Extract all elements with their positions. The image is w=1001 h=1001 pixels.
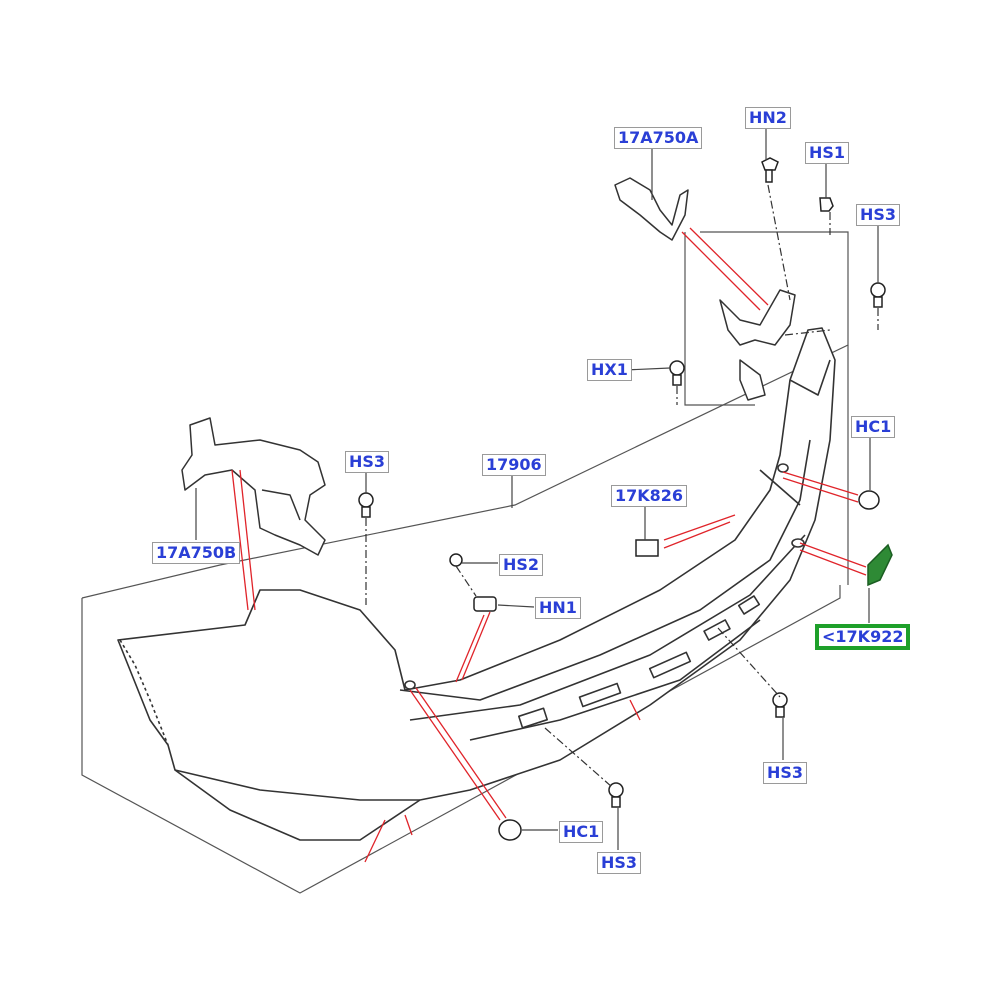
label-hn2[interactable]: HN2	[745, 107, 791, 129]
label-hs1[interactable]: HS1	[805, 142, 850, 164]
label-hc1-bottom[interactable]: HC1	[559, 821, 604, 843]
label-hs3-left[interactable]: HS3	[345, 451, 390, 473]
label-hx1[interactable]: HX1	[587, 359, 632, 381]
label-17a750a[interactable]: 17A750A	[614, 127, 703, 149]
assembly-paths	[365, 184, 879, 788]
label-hs3-bottom-right[interactable]: HS3	[763, 762, 808, 784]
label-hs3-top-right[interactable]: HS3	[856, 204, 901, 226]
label-hc1-right[interactable]: HC1	[851, 416, 896, 438]
label-17a750b[interactable]: 17A750B	[152, 542, 241, 564]
label-hs3-bottom[interactable]: HS3	[597, 852, 642, 874]
label-17k922[interactable]: <17K922	[815, 624, 911, 650]
bumper-cover	[117, 327, 836, 841]
bracket-left	[181, 417, 326, 556]
label-17k826[interactable]: 17K826	[611, 485, 688, 507]
label-hn1[interactable]: HN1	[535, 597, 581, 619]
bracket-upper-right	[614, 177, 796, 401]
label-17906[interactable]: 17906	[482, 454, 546, 476]
label-hs2[interactable]: HS2	[499, 554, 544, 576]
red-leader-lines	[231, 227, 867, 863]
callout-frame-lines	[81, 231, 849, 894]
label-leaders	[195, 127, 879, 850]
fastener-clips	[358, 157, 893, 841]
